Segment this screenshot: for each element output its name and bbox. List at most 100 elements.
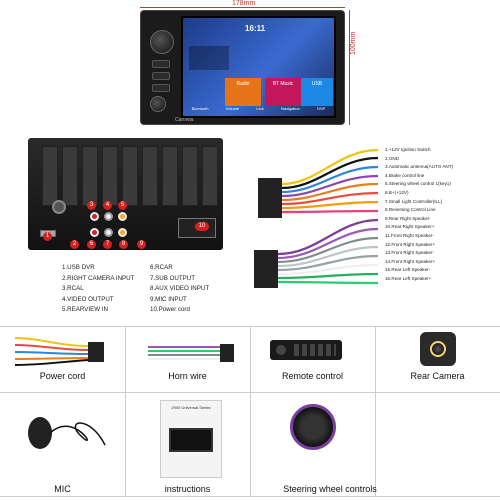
bottom-label-navigation: Navigation (280, 106, 300, 111)
rear-camera-image (420, 332, 456, 366)
legend-item: 10.Power cord (150, 306, 190, 313)
width-dimension-line (140, 7, 345, 8)
booklet-title: 2900 Universal Series (171, 405, 211, 410)
connector-badge: 4 (103, 201, 112, 210)
tune-knob (150, 96, 166, 112)
volume-knob (150, 30, 174, 54)
accessory-label-remote-control: Remote control (281, 371, 344, 381)
harness-connector-bottom (254, 250, 278, 288)
connector-badge: 8 (119, 240, 128, 249)
wire-label: 2.GND (385, 155, 400, 161)
connector-badge: 5 (118, 201, 127, 210)
connector-badge: 1 (43, 232, 52, 241)
mic-image (28, 417, 106, 449)
wire-label: 7.Small Light Controller(ILL) (385, 198, 443, 204)
wire (14, 359, 89, 366)
bottom-label-bluetooth: Bluetooth (191, 106, 209, 111)
side-button-2 (152, 72, 170, 80)
connector-badge: 10 (195, 222, 209, 231)
heatsink-fin (42, 146, 58, 206)
bottom-label-volume: Volume (225, 106, 240, 111)
connector-badge: 3 (87, 201, 96, 210)
booklet-stereo-image (169, 428, 213, 452)
connector-badge: 7 (103, 240, 112, 249)
rca-jack-yellow (118, 228, 127, 237)
wire (14, 344, 89, 351)
connector-badge: 6 (87, 240, 96, 249)
wire-label: 6.B+(+12V) (385, 189, 409, 195)
rca-jack-white (104, 228, 113, 237)
wire (281, 174, 379, 198)
wire (281, 209, 379, 214)
heatsink-fin (82, 146, 98, 206)
column-divider (125, 326, 126, 496)
connector-legend-right: 6.RCAR 7.SUB OUTPUT 8.AUX VIDEO INPUT 9.… (150, 263, 209, 316)
wire (281, 156, 379, 190)
wire (277, 280, 379, 285)
rca-jack-yellow (118, 212, 127, 221)
connector-badge: 9 (137, 240, 146, 249)
wire (277, 218, 379, 256)
horn-wire-image (148, 344, 234, 362)
accessory-label-power-cord: Power cord (39, 371, 86, 381)
horn-wire-connector (220, 344, 234, 362)
antenna-port (52, 200, 66, 214)
legend-item: 2.RIGHT CAMERA INPUT (62, 274, 135, 282)
tile-usb: USB (301, 78, 333, 106)
width-dimension-label: 178mm (232, 0, 256, 7)
wire (281, 148, 379, 186)
legend-item: 3.RCAL (62, 285, 84, 292)
stereo-screen: 16:11 Radio BT Music USB Bluetooth Volum… (181, 16, 336, 118)
connector-badge: 2 (70, 240, 79, 249)
wire (277, 236, 379, 264)
wire-function-list: 1.+12V Ignition Switch 2.GND 3.Automatic… (385, 146, 453, 284)
legend-item: 7.SUB OUTPUT (150, 274, 196, 282)
bottom-label-link: Link (256, 106, 264, 111)
heatsink-fin (62, 146, 78, 206)
power-cord-connector (88, 342, 104, 362)
wire (277, 245, 379, 268)
wire-label: 11.Front Right Speaker- (385, 232, 434, 238)
heatsink-fin (142, 146, 158, 206)
heatsink-fin (102, 146, 118, 206)
power-cord-image (14, 337, 104, 366)
section-divider (0, 496, 500, 497)
legend-item: 6.RCAR (150, 264, 173, 271)
steering-wheel-control-image (290, 404, 336, 450)
accessory-label-instructions: instructions (164, 484, 211, 494)
heatsink-fin (122, 146, 138, 206)
legend-item: 9.MIC INPUT (150, 295, 187, 303)
connector-legend-left: 1.USB DVR 2.RIGHT CAMERA INPUT 3.RCAL 4.… (62, 263, 134, 316)
side-button-3 (152, 84, 170, 92)
wire (281, 200, 379, 210)
remote-power-button (276, 345, 286, 355)
wire-label: 12.Front Right Speaker+ (385, 241, 436, 247)
camera-lens (430, 341, 446, 357)
wire-label: 9.Rear Right Speaker- (385, 215, 431, 221)
legend-item: 1.USB DVR (62, 264, 95, 271)
harness-connector-top (258, 178, 282, 218)
wire (277, 254, 379, 272)
wire (277, 263, 379, 276)
column-divider (250, 326, 251, 496)
rca-jack-red (90, 212, 99, 221)
brand-logo: Carolvia (175, 117, 194, 123)
wire-label: 4.Brake control line (385, 172, 425, 178)
mic-clip (28, 417, 52, 449)
rear-connector-panel (28, 138, 223, 250)
wire-label: 14.Front Right Speaker+ (385, 258, 436, 264)
accessory-label-horn-wire: Horn wire (168, 371, 207, 381)
wire (14, 357, 89, 360)
clock-display: 16:11 (245, 24, 266, 33)
rca-jack-red (90, 228, 99, 237)
mic-cable (49, 422, 106, 446)
side-button-1 (152, 60, 170, 68)
accessory-label-rear-camera: Rear Camera (410, 371, 465, 381)
wiring-harness-illustration (254, 148, 379, 288)
column-divider (375, 326, 376, 496)
height-dimension-label: 100mm (350, 31, 357, 55)
wire-label: 1.+12V Ignition Switch (385, 147, 431, 152)
tile-radio: Radio (225, 78, 261, 106)
wire (281, 165, 379, 194)
remote-button-grid (294, 344, 336, 356)
